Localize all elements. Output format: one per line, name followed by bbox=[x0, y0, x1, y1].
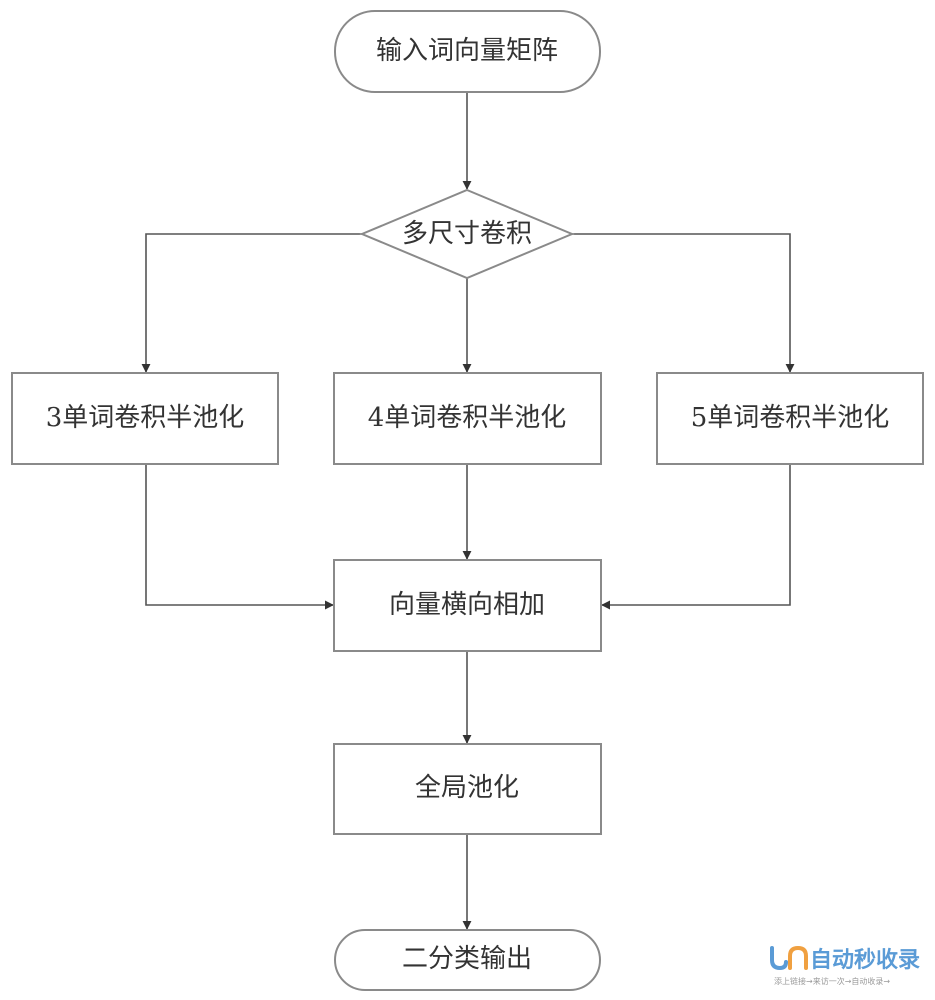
node-conv3-label: 3单词卷积半池化 bbox=[46, 403, 245, 433]
node-conv3: 3单词卷积半池化 bbox=[11, 372, 279, 465]
node-conv4: 4单词卷积半池化 bbox=[333, 372, 602, 465]
node-multi-conv-label: 多尺寸卷积 bbox=[402, 219, 532, 249]
edge-conv3-to-vector-add bbox=[145, 464, 334, 610]
watermark-subtitle: 添上链接→来访一次→自动收录→ bbox=[774, 976, 890, 986]
node-global-pool-label: 全局池化 bbox=[415, 773, 519, 803]
node-input: 输入词向量矩阵 bbox=[334, 10, 601, 93]
watermark-logo: 自动秒收录 添上链接→来访一次→自动收录→ bbox=[770, 945, 920, 986]
node-conv5: 5单词卷积半池化 bbox=[656, 372, 924, 465]
node-conv5-label: 5单词卷积半池化 bbox=[691, 403, 890, 433]
node-vector-add-label: 向量横向相加 bbox=[389, 590, 545, 620]
node-output-label: 二分类输出 bbox=[402, 944, 532, 974]
node-conv4-label: 4单词卷积半池化 bbox=[368, 403, 567, 433]
node-multi-conv: 多尺寸卷积 bbox=[359, 188, 575, 280]
edge-multi-conv-to-conv5 bbox=[572, 233, 795, 373]
node-input-label: 输入词向量矩阵 bbox=[376, 36, 558, 66]
edge-multi-conv-to-conv3 bbox=[141, 233, 362, 373]
logo-icon bbox=[770, 945, 808, 971]
node-global-pool: 全局池化 bbox=[333, 743, 602, 835]
node-vector-add: 向量横向相加 bbox=[333, 559, 602, 652]
watermark-title: 自动秒收录 bbox=[810, 947, 920, 973]
edge-conv5-to-vector-add bbox=[601, 464, 791, 610]
edges bbox=[141, 92, 795, 930]
node-output: 二分类输出 bbox=[334, 929, 601, 991]
